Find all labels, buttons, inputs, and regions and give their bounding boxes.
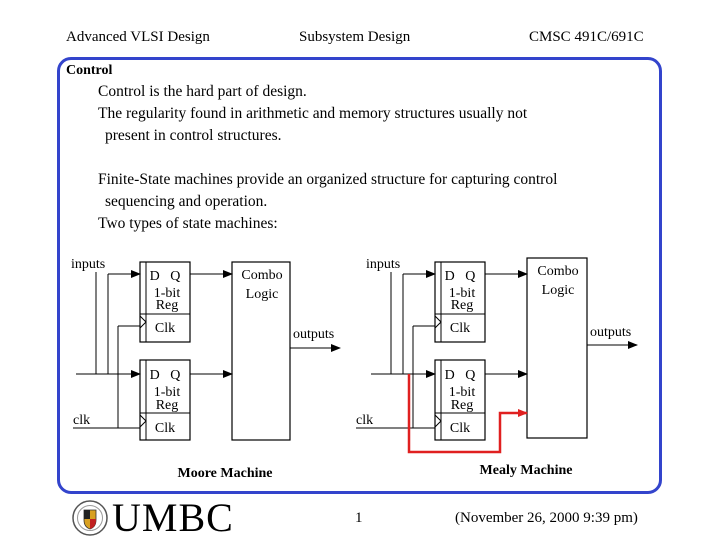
moore-combo-line2: Logic <box>246 287 279 302</box>
mealy-combo-line1: Combo <box>537 264 578 279</box>
mealy-input-path <box>407 374 528 454</box>
mealy-reg-dq: D Q <box>445 269 476 284</box>
slide-topic: Subsystem Design <box>299 29 411 45</box>
body-line: present in control structures. <box>105 127 282 144</box>
moore-diagram: D Q 1-bit Reg Clk D Q 1-bit Reg Clk Comb… <box>71 257 341 481</box>
moore-register-bottom <box>139 359 191 441</box>
mealy-register-bottom <box>434 359 486 441</box>
body-line: Two types of state machines: <box>98 215 278 232</box>
mealy-combo-logic <box>526 257 588 439</box>
mealy-clk-label: clk <box>356 413 373 428</box>
moore-reg-dq: D Q <box>150 269 181 284</box>
mealy-caption: Mealy Machine <box>480 463 573 478</box>
moore-reg-name: Reg <box>156 398 179 413</box>
moore-combo-line1: Combo <box>241 268 282 283</box>
content-frame <box>57 57 662 494</box>
moore-clk-label: clk <box>73 413 90 428</box>
page-date: (November 26, 2000 9:39 pm) <box>455 510 638 526</box>
course-title: Advanced VLSI Design <box>66 29 210 45</box>
body-line: Control is the hard part of design. <box>98 83 307 100</box>
umbc-wordmark: UMBC <box>112 495 234 540</box>
moore-register-top <box>139 261 191 343</box>
mealy-reg-clk: Clk <box>450 321 470 336</box>
section-title: Control <box>66 63 113 78</box>
moore-reg-size: 1-bit <box>154 286 181 301</box>
moore-combo-logic <box>231 261 291 441</box>
course-code: CMSC 491C/691C <box>529 29 644 45</box>
body-line: sequencing and operation. <box>105 193 268 210</box>
mealy-reg-size: 1-bit <box>449 286 476 301</box>
mealy-reg-size: 1-bit <box>449 385 476 400</box>
page-number: 1 <box>355 510 363 526</box>
mealy-combo-line2: Logic <box>542 283 575 298</box>
body-line: Finite-State machines provide an organiz… <box>98 171 558 188</box>
mealy-reg-name: Reg <box>451 398 474 413</box>
moore-reg-name: Reg <box>156 298 179 313</box>
moore-reg-clk: Clk <box>155 321 175 336</box>
mealy-inputs-label: inputs <box>366 257 400 272</box>
mealy-reg-dq: D Q <box>445 368 476 383</box>
mealy-outputs-label: outputs <box>590 325 631 340</box>
moore-reg-dq: D Q <box>150 368 181 383</box>
umbc-seal-icon <box>72 500 108 536</box>
moore-caption: Moore Machine <box>178 466 273 481</box>
moore-reg-clk: Clk <box>155 421 175 436</box>
moore-outputs-label: outputs <box>293 327 334 342</box>
mealy-diagram: D Q 1-bit Reg Clk D Q 1-bit Reg Clk Comb… <box>356 257 638 478</box>
mealy-register-top <box>434 261 486 343</box>
mealy-reg-name: Reg <box>451 298 474 313</box>
moore-inputs-label: inputs <box>71 257 105 272</box>
mealy-reg-clk: Clk <box>450 421 470 436</box>
body-line: The regularity found in arithmetic and m… <box>98 105 528 122</box>
moore-reg-size: 1-bit <box>154 385 181 400</box>
